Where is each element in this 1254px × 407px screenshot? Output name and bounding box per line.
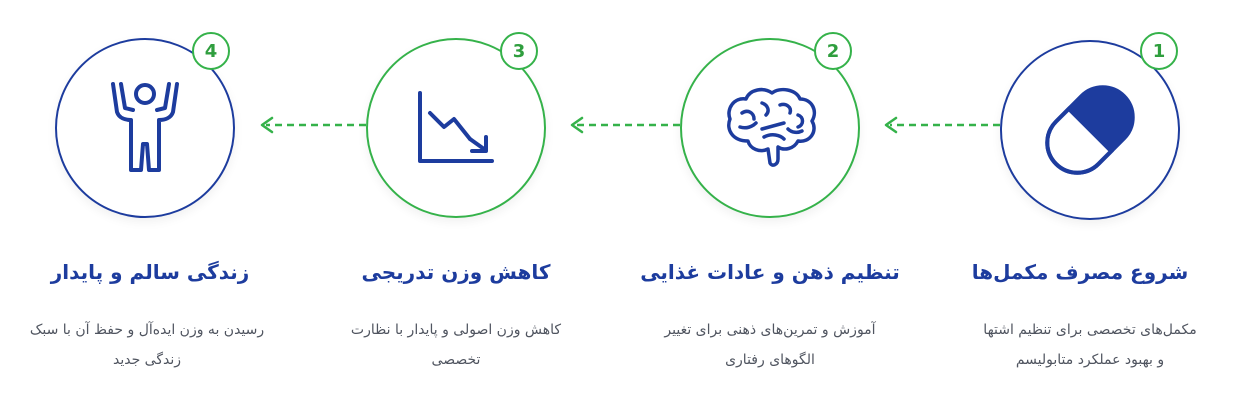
step-3-desc-line-2: تخصصی bbox=[431, 352, 481, 368]
step-2-title: تنظیم ذهن و عادات غذایی bbox=[640, 260, 900, 284]
step-4-title: زندگی سالم و پایدار bbox=[50, 260, 250, 284]
step-4-desc-line-1: رسیدن به وزن ایده‌آل و حفظ آن با سبک bbox=[29, 322, 265, 338]
step-3-title: کاهش وزن تدریجی bbox=[361, 260, 551, 284]
step-2-description: آموزش و تمرین‌های ذهنی برای تغییر الگوها… bbox=[625, 315, 915, 375]
brain-icon bbox=[727, 87, 817, 167]
trend-down-chart-icon bbox=[418, 91, 494, 163]
step-4-description: رسیدن به وزن ایده‌آل و حفظ آن با سبک زند… bbox=[2, 315, 292, 375]
step-2-desc-line-2: الگوهای رفتاری bbox=[725, 352, 815, 368]
step-3-number-badge: 3 bbox=[500, 32, 538, 70]
step-1-desc-line-1: مکمل‌های تخصصی برای تنظیم اشتها bbox=[983, 322, 1197, 338]
arrow-step2-to-step3 bbox=[570, 116, 680, 134]
step-1-circle bbox=[1000, 40, 1180, 220]
person-arms-raised-icon bbox=[111, 82, 179, 172]
step-2-number-badge: 2 bbox=[814, 32, 852, 70]
step-1-description: مکمل‌های تخصصی برای تنظیم اشتها و بهبود … bbox=[945, 315, 1235, 375]
arrow-step3-to-step4 bbox=[260, 116, 366, 134]
step-4-desc-line-2: زندگی جدید bbox=[112, 352, 182, 368]
step-3-desc-line-1: کاهش وزن اصولی و پایدار با نظارت bbox=[350, 322, 562, 338]
step-1-number-badge: 1 bbox=[1140, 32, 1178, 70]
step-1-number: 1 bbox=[1152, 40, 1166, 62]
step-2-desc-line-1: آموزش و تمرین‌های ذهنی برای تغییر bbox=[664, 322, 876, 338]
step-3-description: کاهش وزن اصولی و پایدار با نظارت تخصصی bbox=[311, 315, 601, 375]
step-2-number: 2 bbox=[826, 40, 840, 62]
step-3-number: 3 bbox=[512, 40, 526, 62]
step-4-number: 4 bbox=[204, 40, 218, 62]
step-1-title: شروع مصرف مکمل‌ها bbox=[971, 260, 1189, 284]
pill-capsule-icon bbox=[1045, 85, 1135, 175]
arrow-step1-to-step2 bbox=[884, 116, 1000, 134]
step-1-desc-line-2: و بهبود عملکرد متابولیسم bbox=[1015, 352, 1165, 368]
step-4-number-badge: 4 bbox=[192, 32, 230, 70]
